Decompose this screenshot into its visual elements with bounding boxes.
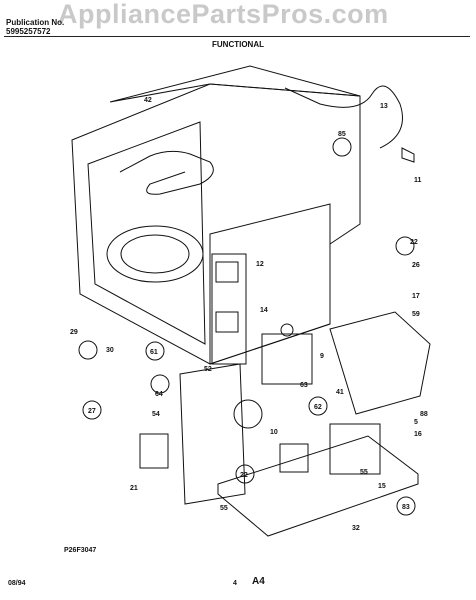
revision-date: 08/94 [8, 580, 26, 587]
callout-83: 83 [402, 504, 410, 511]
callout-62: 62 [314, 404, 322, 411]
callout-52: 52 [204, 366, 212, 373]
screw-83 [396, 496, 416, 516]
magnetron [261, 333, 313, 385]
cabinet-cavity [87, 121, 206, 345]
page-code: A4 [252, 576, 265, 587]
watermark: AppliancePartsPros.com [58, 0, 389, 29]
nut-85 [332, 137, 352, 157]
turntable-ring-inner [120, 234, 190, 274]
callout-61: 61 [150, 349, 158, 356]
thermostat [78, 340, 98, 360]
screw-62 [308, 396, 328, 416]
callout-22: 22 [410, 239, 418, 246]
callout-16: 16 [414, 431, 422, 438]
fan-motor [139, 433, 169, 469]
publication-label: Publication No. [6, 18, 65, 27]
turntable-ring [106, 225, 204, 283]
callout-12: 12 [256, 261, 264, 268]
callout-30: 30 [106, 347, 114, 354]
callout-9: 9 [320, 353, 324, 360]
callout-13: 13 [380, 103, 388, 110]
cabinet-top [109, 65, 361, 103]
publication-number: 5995257572 [6, 27, 51, 36]
magnetron-antenna [280, 323, 294, 337]
section-title: FUNCTIONAL [212, 40, 264, 49]
callout-55: 55 [220, 505, 228, 512]
interlock-bracket [211, 253, 247, 365]
screw-61 [145, 341, 165, 361]
callout-29: 29 [70, 329, 78, 336]
callout-26: 26 [412, 262, 420, 269]
switch-lower [215, 311, 239, 333]
callout-15: 15 [378, 483, 386, 490]
callout-54: 54 [152, 411, 160, 418]
callout-17: 17 [412, 293, 420, 300]
callout-88: 88 [420, 411, 428, 418]
fan-shroud [179, 363, 246, 505]
callout-63: 63 [300, 382, 308, 389]
callout-14: 14 [260, 307, 268, 314]
callout-27: 27 [88, 408, 96, 415]
power-cord [284, 85, 403, 149]
callout-22: 22 [240, 472, 248, 479]
fan-blade-hub [233, 399, 263, 429]
callout-labels: 42 13 85 11 22 26 17 59 12 14 29 30 61 2… [70, 97, 428, 532]
callout-11: 11 [414, 177, 422, 184]
transformer [329, 423, 381, 475]
callout-21: 21 [130, 485, 138, 492]
knob-64 [150, 374, 170, 394]
page-number: 4 [233, 580, 237, 587]
power-plug [401, 147, 415, 163]
diagram-code: P26F3047 [64, 547, 97, 554]
callout-64: 64 [155, 391, 163, 398]
screw-22b [235, 464, 255, 484]
callout-10: 10 [270, 429, 278, 436]
screw-22a [395, 236, 415, 256]
air-guide [329, 311, 431, 415]
callout-55b: 55 [360, 469, 368, 476]
callout-85: 85 [338, 131, 346, 138]
callout-42: 42 [144, 97, 152, 104]
callout-41: 41 [336, 389, 344, 396]
base-plate [217, 435, 419, 537]
screw-27 [82, 400, 102, 420]
header-rule [4, 36, 470, 37]
callout-59: 59 [412, 311, 420, 318]
exploded-view-drawing: 42 13 85 11 22 26 17 59 12 14 29 30 61 2… [70, 65, 431, 537]
cabinet-inner-wall [209, 203, 331, 365]
callout-32: 32 [352, 525, 360, 532]
switch-upper [215, 261, 239, 283]
heater-element [119, 150, 214, 195]
capacitor [279, 443, 309, 473]
callout-5: 5 [414, 419, 418, 426]
